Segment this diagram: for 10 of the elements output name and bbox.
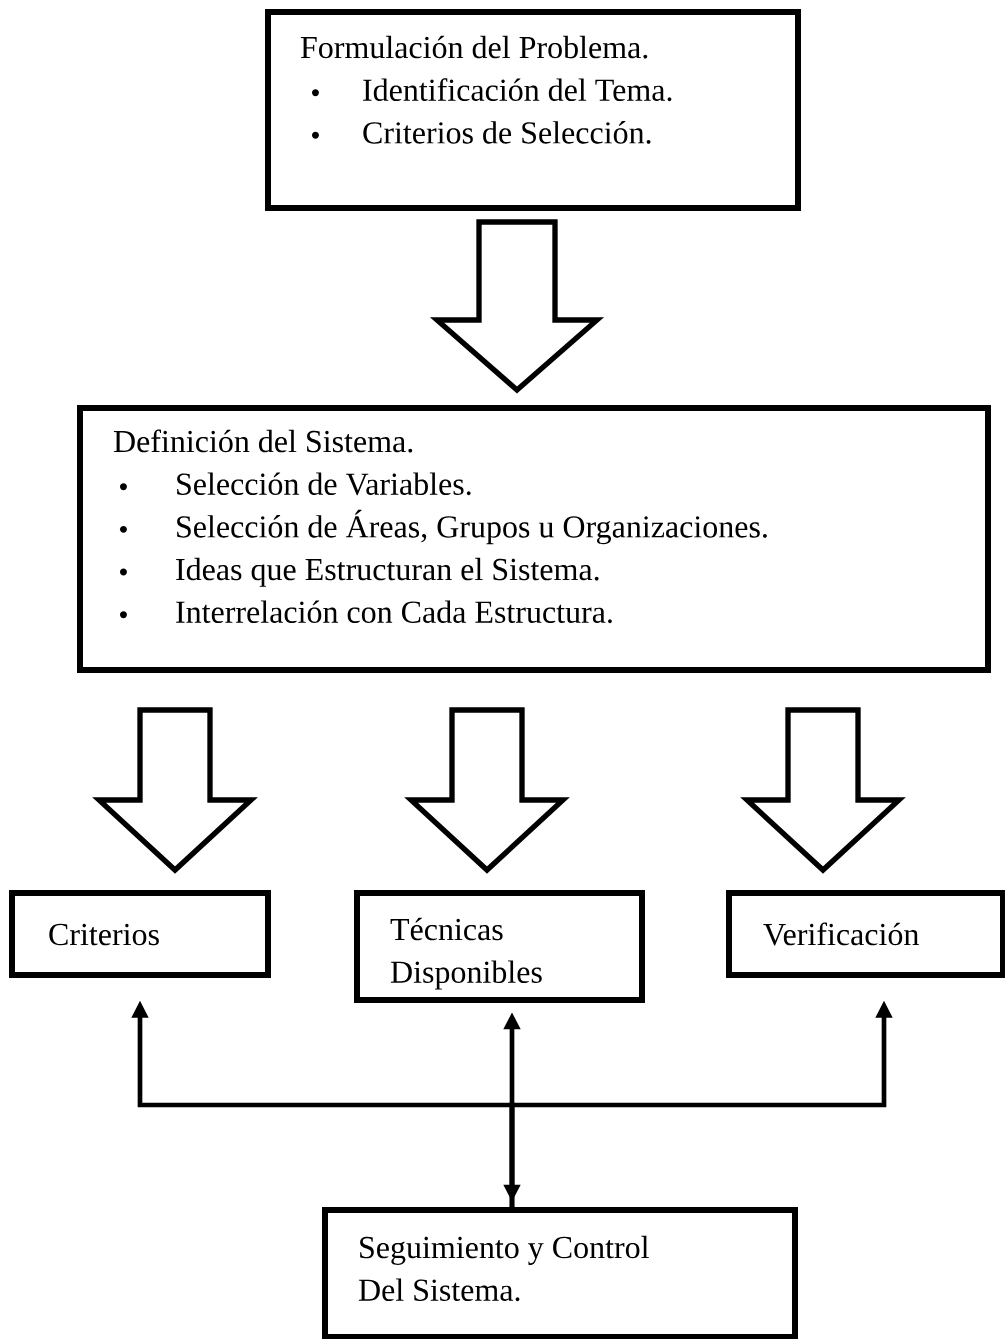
process-box: Definición del Sistema. Selección de Variables. Selección de Áreas, Grupos u Organizaciones. Ideas que Estructuran el Sistema. Interrelación con Cada Estructura. [77,405,991,673]
block-arrow [92,707,258,874]
process-box: Formulación del Problema. Identificación del Tema. Criterios de Selección. [265,9,801,211]
process-box: Técnicas Disponibles [354,890,645,1003]
block-arrow [404,707,570,874]
block-arrow [740,707,906,874]
process-box: Verificación [726,890,1005,978]
process-box: Criterios [9,890,271,978]
process-box: Seguimiento y Control Del Sistema. [322,1207,798,1339]
block-arrow [429,219,605,394]
